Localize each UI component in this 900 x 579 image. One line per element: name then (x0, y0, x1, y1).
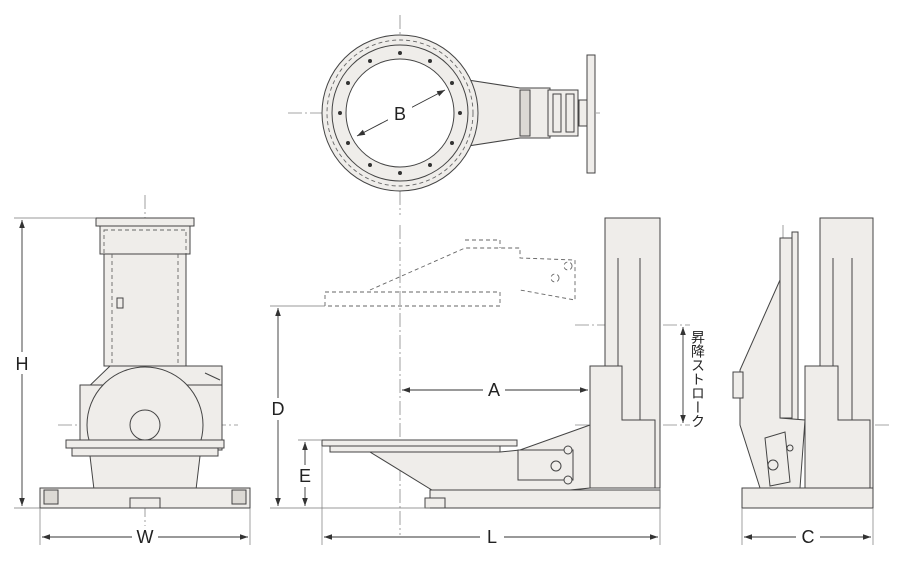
front-view: H W (14, 195, 251, 548)
dimension-label-w: W (137, 527, 154, 547)
top-view: B (288, 15, 600, 215)
side-view: A 昇降ストローク D E L (269, 217, 705, 548)
dimension-label-d: D (272, 399, 285, 419)
dimension-label-a: A (488, 380, 500, 400)
dimension-label-e: E (299, 466, 311, 486)
dimension-label-h: H (16, 354, 29, 374)
dimension-label-b: B (394, 104, 406, 124)
end-view: C (732, 217, 890, 548)
raised-position-phantom (324, 239, 576, 307)
dimension-label-l: L (487, 527, 497, 547)
dimension-label-c: C (802, 527, 815, 547)
bolt-circle (338, 51, 462, 175)
stroke-label: 昇降ストローク (689, 330, 705, 428)
